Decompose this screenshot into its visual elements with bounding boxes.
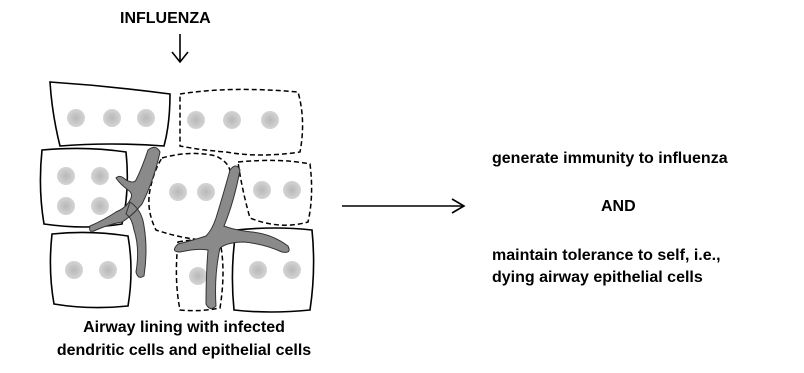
diagram-caption: Airway lining with infected dendritic ce… xyxy=(0,316,368,362)
outcome-immunity: generate immunity to influenza xyxy=(492,148,728,170)
tolerance-line-2: dying airway epithelial cells xyxy=(492,267,721,289)
outcome-and-connector: AND xyxy=(601,196,636,218)
infected-cell-right xyxy=(238,160,312,225)
influenza-label: INFLUENZA xyxy=(120,8,211,30)
right-arrow xyxy=(340,196,470,216)
caption-line-1: Airway lining with infected xyxy=(0,316,368,339)
down-arrow xyxy=(170,32,190,66)
outcome-tolerance: maintain tolerance to self, i.e., dying … xyxy=(492,245,721,289)
epithelial-cell-bottom-left xyxy=(50,232,131,307)
tolerance-line-1: maintain tolerance to self, i.e., xyxy=(492,245,721,267)
caption-line-2: dendritic cells and epithelial cells xyxy=(0,339,368,362)
airway-lining-diagram xyxy=(30,80,320,316)
